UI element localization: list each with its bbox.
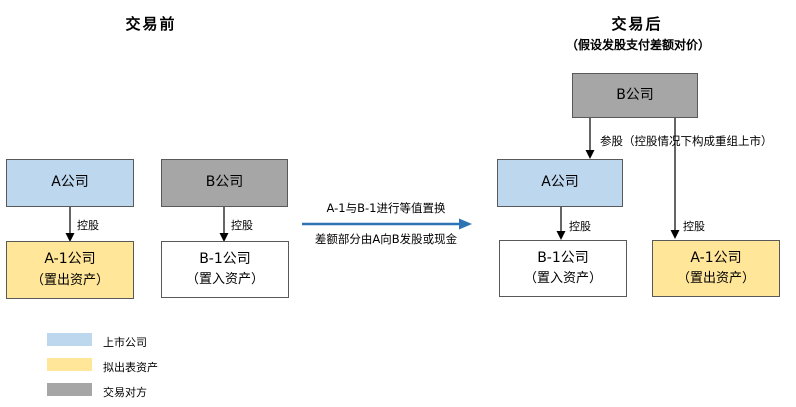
before-company-a-label: A公司 (51, 174, 89, 191)
before-company-b1-name: B-1公司 (199, 250, 251, 267)
after-holding-b-label: 控股 (683, 220, 705, 233)
after-company-b-box: B公司 (572, 73, 698, 118)
before-company-b-label: B公司 (205, 174, 244, 191)
legend-label-deconsolidated-asset: 拟出表资产 (103, 361, 158, 374)
transition-arrow (302, 218, 472, 230)
before-company-a1-name: A-1公司 (44, 251, 96, 268)
after-company-a1-note: （置出资产） (676, 271, 755, 287)
legend-label-counterparty: 交易对方 (103, 386, 147, 399)
after-participation-label: 参股（控股情况下构成重组上市） (600, 134, 773, 148)
transition-text-below: 差额部分由A向B发股或现金 (314, 232, 458, 246)
legend-swatch-counterparty (47, 383, 92, 396)
after-company-a-box: A公司 (497, 159, 623, 207)
before-company-b-box: B公司 (161, 159, 288, 207)
before-company-b1-note: （置入资产） (185, 272, 264, 288)
arrow-before-a-to-a1 (65, 207, 75, 242)
legend-swatch-listed-company (47, 333, 92, 346)
before-company-a1-box: A-1公司 （置出资产） (6, 241, 134, 299)
after-holding-a-label: 控股 (569, 220, 591, 233)
title-before: 交易前 (125, 15, 177, 33)
after-company-a1-box: A-1公司 （置出资产） (652, 240, 780, 297)
after-company-b1-name: B-1公司 (537, 249, 589, 266)
after-company-b1-note: （置入资产） (523, 271, 602, 287)
before-company-b1-box: B-1公司 （置入资产） (161, 241, 289, 298)
before-holding-b-label: 控股 (231, 219, 253, 232)
before-company-a-box: A公司 (6, 159, 134, 207)
before-company-a1-note: （置出资产） (30, 272, 109, 288)
after-company-a-label: A公司 (541, 174, 579, 191)
arrow-before-b-to-b1 (219, 207, 229, 242)
transition-text-above: A-1与B-1进行等值置换 (326, 201, 446, 215)
after-company-b-label: B公司 (616, 86, 654, 103)
after-company-a1-name: A-1公司 (690, 249, 742, 266)
title-after: 交易后 (611, 15, 663, 33)
title-after-subtitle: （假设发股支付差额对价） (565, 38, 710, 52)
arrow-after-a-to-b1 (556, 207, 566, 240)
before-holding-a-label: 控股 (77, 219, 99, 232)
arrow-after-b-to-a (585, 118, 595, 159)
after-company-b1-box: B-1公司 （置入资产） (499, 240, 627, 297)
legend-swatch-deconsolidated-asset (47, 358, 92, 371)
legend-label-listed-company: 上市公司 (103, 336, 147, 349)
